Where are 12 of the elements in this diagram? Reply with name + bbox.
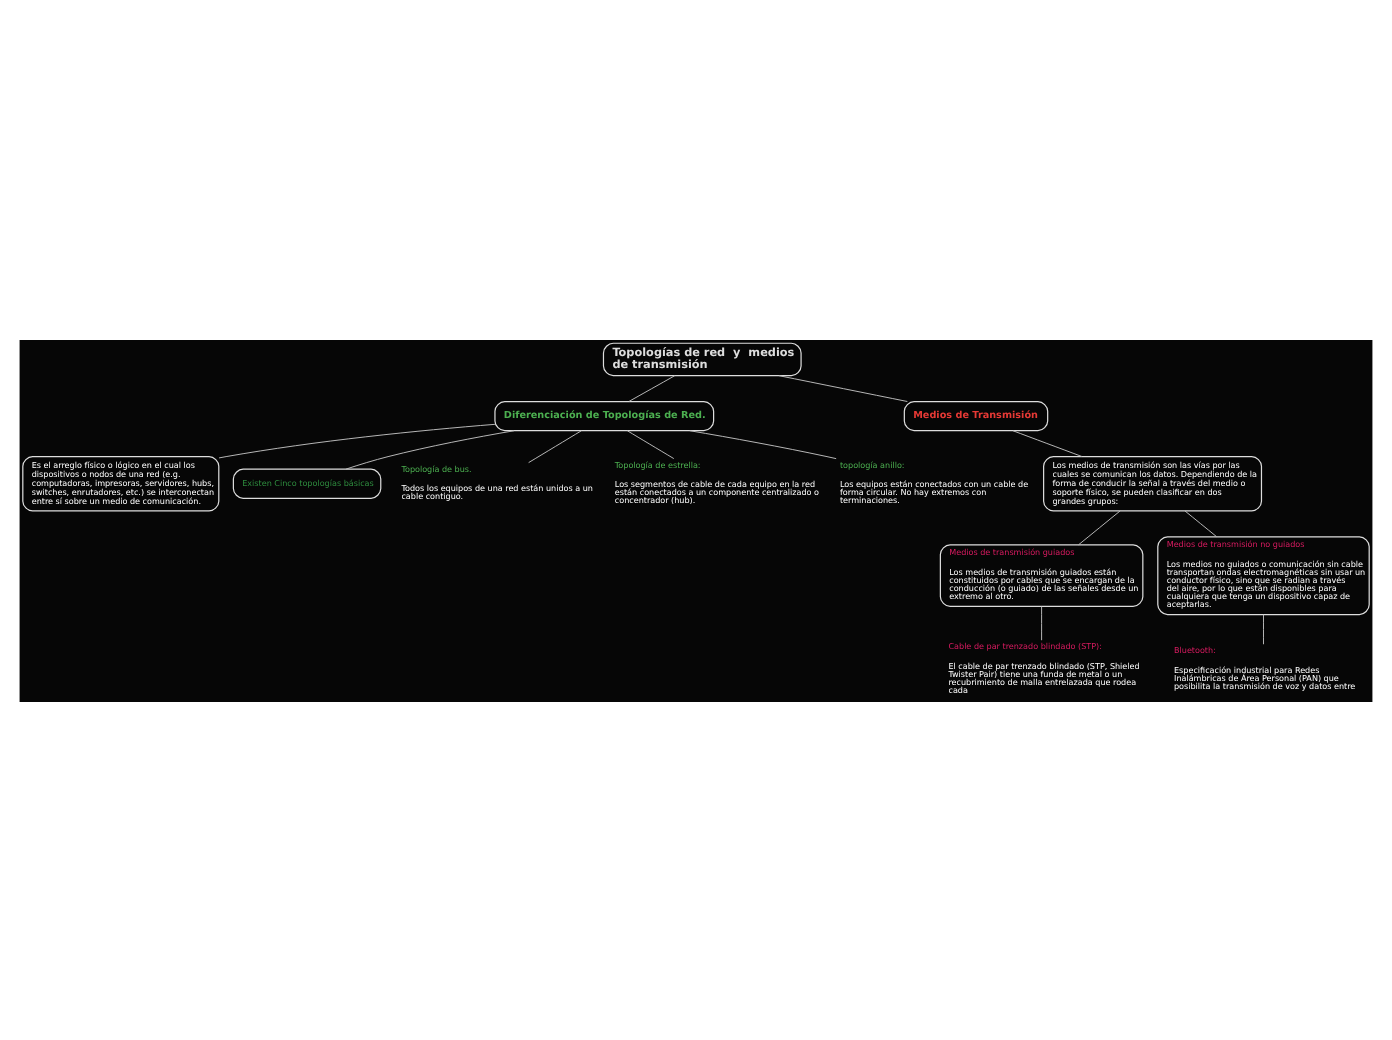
connector [528, 429, 582, 463]
connector [1078, 509, 1121, 545]
connector [1012, 429, 1083, 457]
connector [345, 429, 515, 469]
connector [778, 374, 908, 401]
connector [1041, 604, 1043, 640]
connector [1184, 509, 1218, 537]
connector [218, 422, 496, 458]
connector [628, 374, 676, 401]
connector [1263, 613, 1264, 644]
connector [689, 429, 837, 459]
connector [626, 429, 675, 459]
